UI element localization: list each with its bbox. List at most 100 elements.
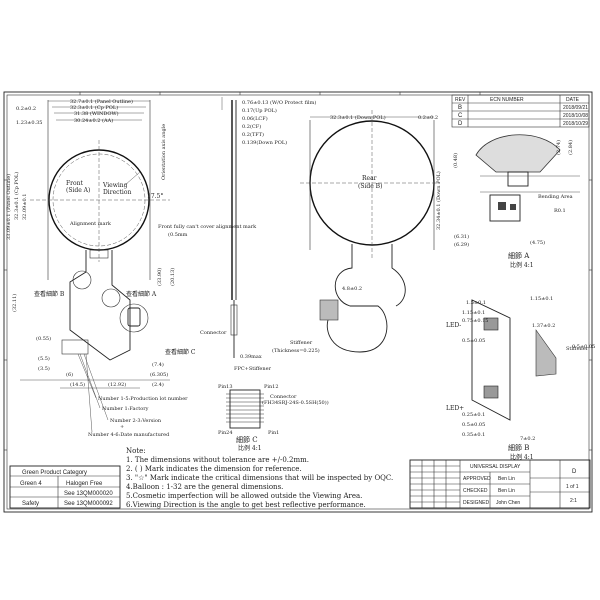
rev-row-3: D	[458, 121, 463, 127]
connector-pins	[226, 393, 264, 423]
title-block: UNIVERSAL DISPLAY APPROVED Ben Lin CHECK…	[409, 459, 591, 509]
direction-label: Direction	[103, 189, 131, 196]
notes-title: Note:	[126, 447, 146, 455]
alignment-mark-label: Alignment mark	[69, 221, 112, 227]
viewing-arrow	[124, 171, 141, 186]
detail-b-balloon	[72, 270, 92, 290]
rev-header-ecn: ECN NUMBER	[490, 97, 524, 103]
ref-b: 查看細節 B	[34, 290, 65, 298]
front-view: Front (Side A) Viewing Direction 17.5° A…	[5, 100, 257, 280]
led-plus: LED+	[446, 405, 464, 412]
detail-b-stiff-label: Stiffener	[566, 346, 589, 352]
rear-stiffener: Stiffener	[290, 340, 313, 346]
dim-3211: (32.11)	[11, 294, 18, 312]
dim-055: (0.55)	[36, 335, 51, 342]
detail-b-05: 0.5±0.05	[462, 338, 485, 344]
designed-name: John Chen	[496, 500, 520, 506]
rear-dim-3234: 32.34±0.1 (Down POL)	[435, 171, 442, 230]
number-notes: Number 1-5:Production lot number Number …	[61, 339, 188, 438]
num-note-4: Number 4-6:Date manufactured	[88, 432, 170, 438]
rev-row-1: B	[458, 105, 462, 111]
border-ticks	[4, 92, 592, 451]
side-line-2: 0.06(LCF)	[242, 115, 268, 122]
side-line-4: 0.2(TFT)	[242, 131, 264, 138]
green-table-title: Green Product Category	[22, 470, 87, 476]
num-note-2: Number 1:Factory	[102, 406, 149, 412]
rear-view: 32.3±0.1 (Down POL) 0.2±0.2 Rear (Side B…	[272, 110, 442, 354]
dim-aa: 30.24±0.2 (AA)	[74, 117, 113, 124]
detail-b-title: 細節 B	[508, 443, 529, 452]
dim-74: (7.4)	[152, 361, 164, 368]
rear-down-pol: 32.3±0.1 (Down POL)	[330, 114, 386, 121]
detail-b: LED- LED+ Stiffener 0.5±0.05 1.15±0.1 1.…	[446, 296, 595, 461]
dim-6305: (6.305)	[150, 371, 168, 378]
note-6: 6.Viewing Direction is the angle to get …	[126, 501, 366, 509]
rear-label: Rear	[362, 175, 377, 182]
side-connector: Connector	[200, 330, 227, 336]
note-5: 5.Cosmetic imperfection will be allowed …	[126, 492, 362, 500]
detail-b-15b: 1.15±0.1	[462, 310, 485, 316]
detail-a-048: (0.48)	[452, 153, 459, 168]
detail-a-475: (4.75)	[530, 239, 545, 246]
num-note-plus: +	[120, 424, 124, 430]
pin24: Pin24	[218, 430, 233, 436]
dim-window: 31.38 (WINDOW)	[74, 110, 119, 117]
dim-v-panel: 33.09±0.1 (Panel Outline)	[5, 174, 12, 240]
num-note-3: Number 2-3:Version	[110, 418, 162, 424]
detail-b-137: 1.37±0.2	[532, 323, 555, 329]
front-note-2: (0.5mm	[168, 231, 188, 238]
detail-b-35: 0.35±0.1	[462, 432, 485, 438]
dim-6: (6)	[66, 371, 73, 378]
approved-label: APPROVED	[463, 476, 491, 482]
detail-a: Bending Area (0.48) (2.74) (2.84) (6.31)…	[452, 134, 580, 269]
green-row-1-b: Halogen Free	[66, 481, 103, 487]
rear-side-b: (Side B)	[358, 183, 382, 190]
side-view: 0.76±0.13 (W/O Protect film) 0.17(Up POL…	[200, 97, 316, 372]
dim-24: (2.4)	[152, 381, 164, 388]
detail-b-15a: 1.5±0.1	[466, 300, 486, 306]
title-scale: 2:1	[570, 498, 577, 504]
detail-a-629: (6.29)	[454, 241, 469, 248]
viewing-label: Viewing	[102, 182, 128, 189]
detail-a-274: (2.74)	[555, 140, 562, 155]
rear-dim-02: 0.2±0.2	[418, 115, 438, 121]
led-minus: LED-	[446, 322, 461, 329]
num-note-1: Number 1-5:Production lot number	[98, 396, 188, 402]
green-row-3-a: Safety	[22, 501, 39, 507]
pin13: Pin13	[218, 384, 233, 390]
detail-b-stiff-val: 0.5±0.05	[572, 344, 595, 350]
side-line-3: 0.2(CF)	[242, 123, 261, 130]
connector-outline	[127, 307, 141, 327]
detail-b-scale: 比例 4:1	[510, 453, 534, 461]
ref-c: 查看細節 C	[165, 348, 196, 356]
pin1: Pin1	[268, 430, 279, 436]
connector-detail-c: Pin13 Pin12 Pin24 Pin1 Connector (FH34SR…	[218, 384, 329, 452]
detail-a-scale: 比例 4:1	[510, 261, 534, 269]
front-fpc: 查看細節 B 查看細節 A 查看細節 C (32.11) (33.90) (20…	[11, 249, 196, 389]
side-line-1: 0.17(Up POL)	[242, 107, 277, 114]
rev-row-3-date: 2018/10/29	[563, 121, 588, 127]
detail-a-284: (2.84)	[567, 140, 574, 155]
top-dimensions: 32.7±0.1 (Panel Outline) 32.3±0.1 (Cp PO…	[16, 98, 150, 126]
detail-a-631: (6.31)	[454, 233, 469, 240]
company-name: UNIVERSAL DISPLAY	[470, 464, 521, 470]
connector-part: (FH34SRJ-24S-0.5SH(50))	[262, 399, 329, 406]
detail-b-115: 1.15±0.1	[530, 296, 553, 302]
stiffener-b	[535, 329, 557, 377]
rev-row-2-date: 2018/10/08	[563, 113, 588, 119]
detail-b-05b: 0.5±0.05	[462, 422, 485, 428]
rev-header-rev: REV	[455, 97, 466, 103]
dim-2013: (20.13)	[169, 268, 176, 286]
rear-stiff-thk: (Thickness=0.225)	[272, 347, 320, 354]
dim-v-aa: 32.09±0.1	[22, 194, 28, 220]
rear-dim-48: 4.8±0.2	[342, 286, 362, 292]
dim-05: (5.5)	[38, 355, 50, 362]
title-sheet: 1 of 1	[566, 484, 579, 490]
angle-label: 17.5°	[147, 193, 163, 200]
drawing-border	[3, 91, 593, 513]
checked-name: Ben Lin	[498, 488, 515, 494]
note-3: 3. "☆" Mark indicate the critical dimens…	[126, 474, 393, 482]
pin12: Pin12	[264, 384, 279, 390]
dim-left-02: 0.2±0.2	[16, 106, 36, 112]
side-line-5: 0.139(Down POL)	[242, 139, 287, 146]
